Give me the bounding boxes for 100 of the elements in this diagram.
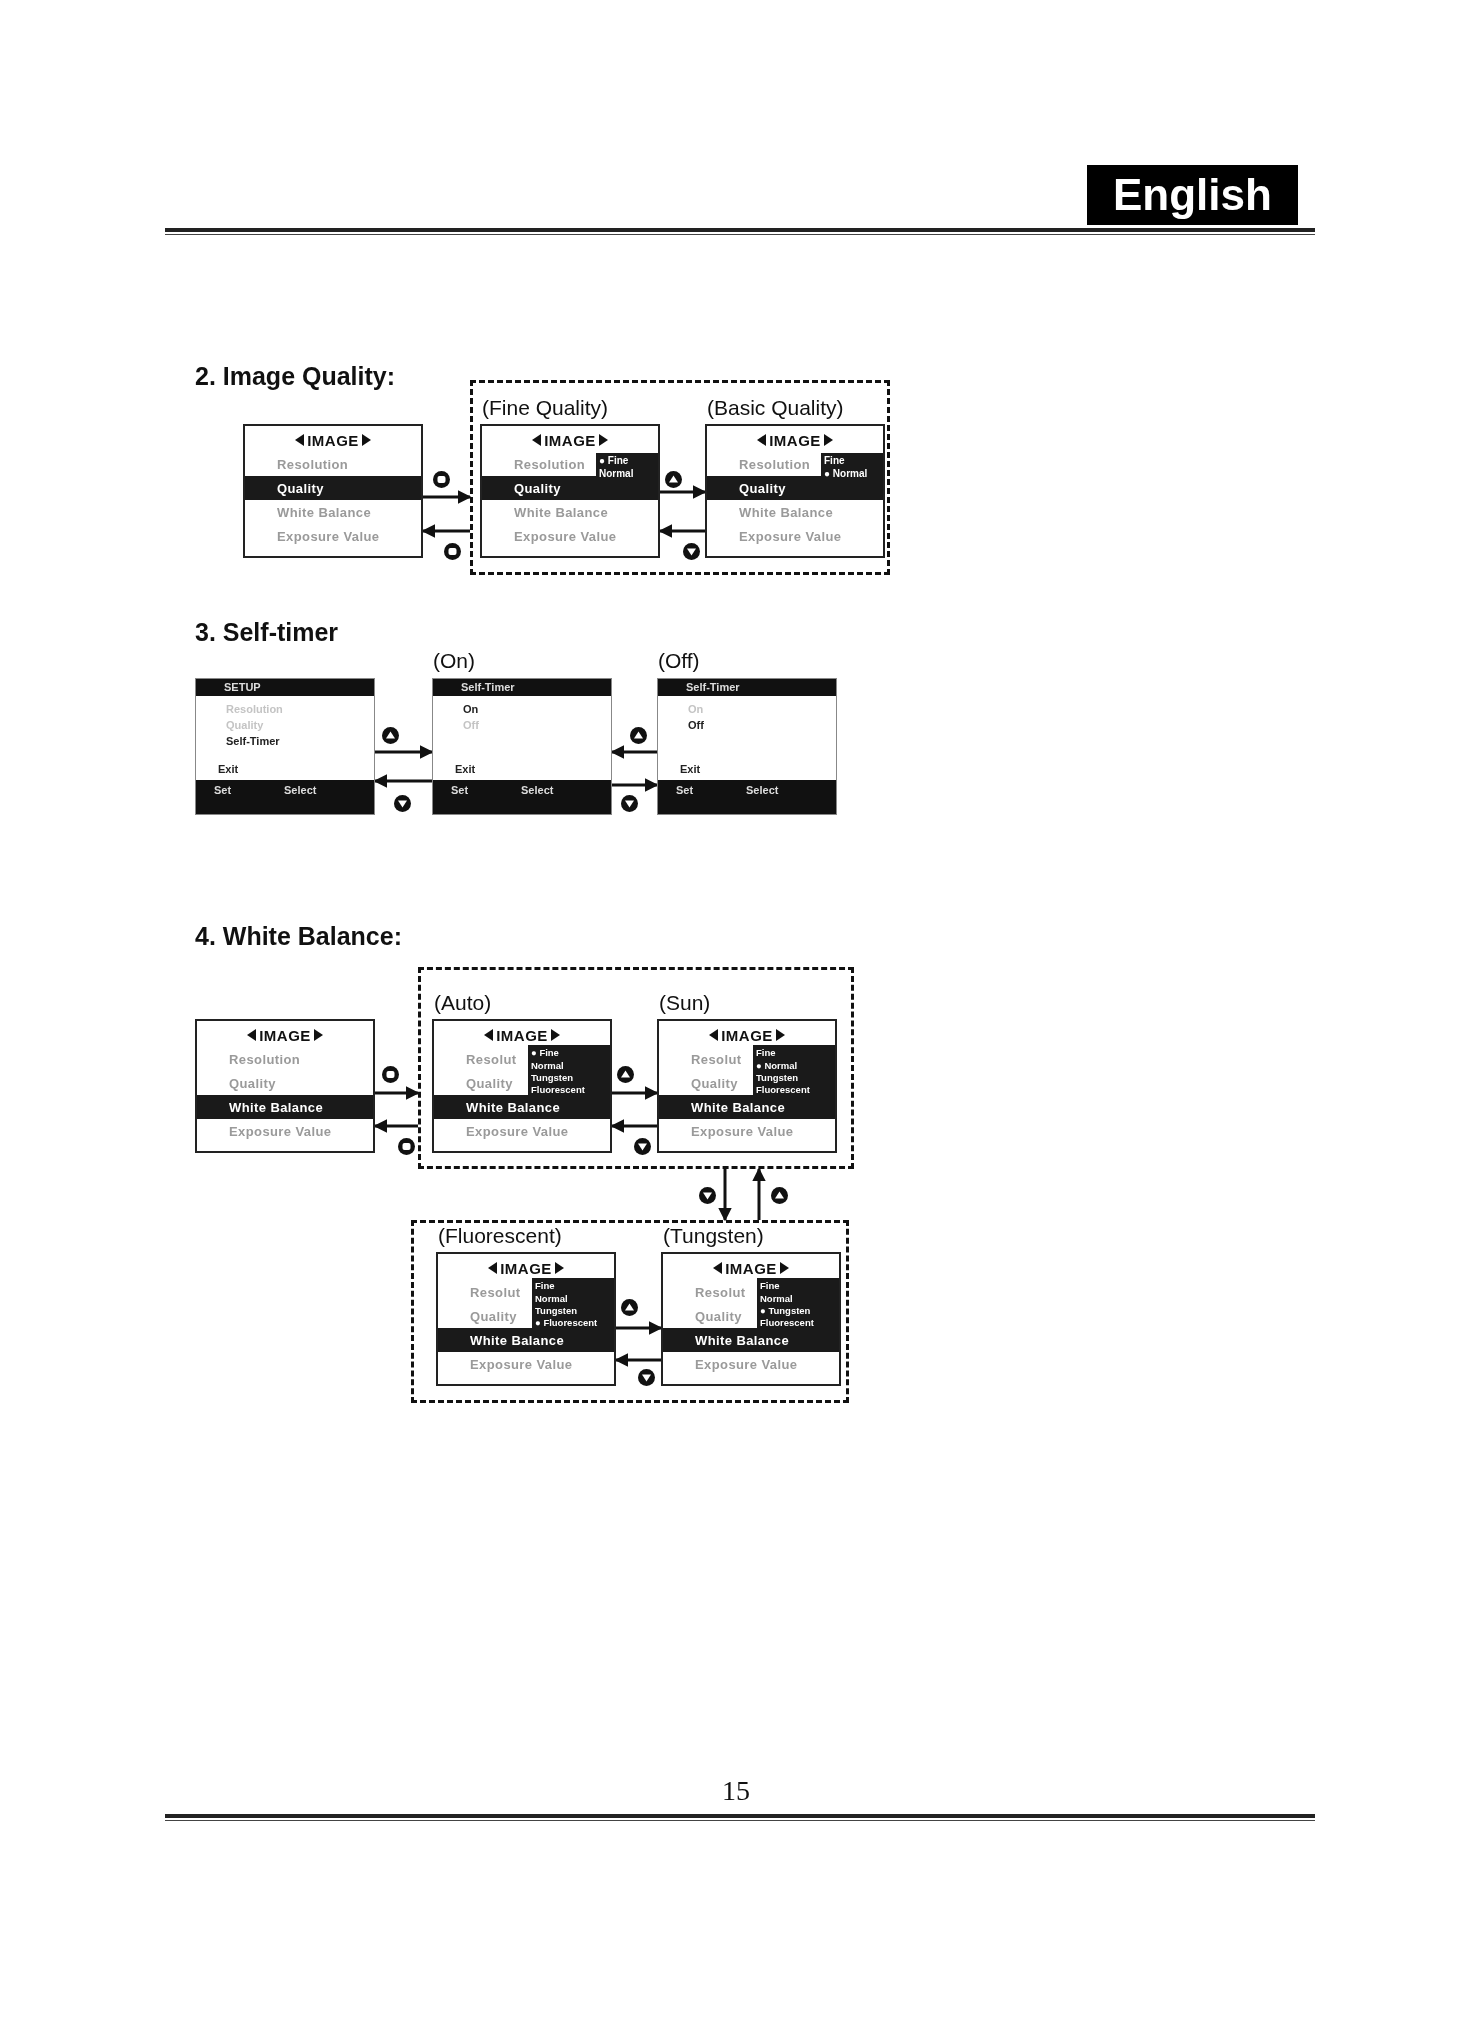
screen-caption: (Tungsten) [663,1224,764,1248]
menu-screen [243,424,423,558]
option-text: ● Fluorescent [535,1317,599,1330]
menu-title: IMAGE [544,431,596,449]
option-text: Fine [756,1047,777,1060]
section-heading: 4. White Balance: [195,922,402,951]
menu-item: Exit [680,763,701,775]
dashed-group-box [411,1220,849,1403]
menu-item: Resolution [514,456,586,472]
menu-item: Quality [695,1308,742,1324]
highlighted-menu-row: White Balance [663,1328,839,1352]
option-text: Normal [531,1059,565,1072]
menu-item: Resolution [277,456,349,472]
menu-item: Off [463,719,479,731]
option-text: Normal [760,1292,794,1305]
option-text: Fluorescent [531,1084,586,1097]
menu-item: Exposure Value [691,1123,794,1139]
option-text: Tungsten [756,1072,800,1085]
menu-item: White Balance [739,504,834,520]
menu-item: On [688,703,704,715]
menu-item: Exposure Value [514,528,617,544]
option-text: Tungsten [535,1305,579,1318]
highlighted-menu-row: Quality [707,476,883,500]
footer-text: Select [284,784,317,796]
option-text: ● Fine [599,454,630,467]
screen-caption: (Fluorescent) [438,1224,562,1248]
menu-item: Resolution [226,703,283,715]
option-text: Normal [535,1292,569,1305]
menu-item: Resolut [470,1284,521,1300]
highlighted-menu-row: White Balance [659,1095,835,1119]
menu-item: Exposure Value [470,1356,573,1372]
arrow [612,1086,659,1100]
option-text: Fluorescent [760,1317,815,1330]
menu-item: Self-Timer [226,735,280,747]
page-number: 15 [722,1775,750,1807]
language-tab: English [1087,165,1298,225]
menu-title: IMAGE [500,1259,552,1277]
menu-item: Quality [691,1075,738,1091]
arrow [752,1167,766,1220]
option-text: Tungsten [531,1072,575,1085]
menu-title: IMAGE [307,431,359,449]
option-text: Fine [535,1280,556,1293]
highlighted-menu-row: White Balance [197,1095,373,1119]
menu-item: Resolution [229,1051,301,1067]
footer-text: Set [451,784,469,796]
footer-text: Set [214,784,232,796]
screen-caption: (Off) [658,649,700,673]
menu-title: IMAGE [496,1026,548,1044]
arrow [375,1086,420,1100]
menu-title: IMAGE [769,431,821,449]
footer-text: Set [676,784,694,796]
highlighted-menu-row: Quality [245,476,421,500]
menu-item: Quality [466,1075,513,1091]
title-bar: Self-Timer [433,679,611,696]
menu-item: Exposure Value [466,1123,569,1139]
menu-item: Exposure Value [739,528,842,544]
screen-caption: (Basic Quality) [707,396,844,420]
menu-item: Exit [455,763,476,775]
menu-item: Resolut [695,1284,746,1300]
highlighted-menu-row: White Balance [434,1095,610,1119]
menu-title: IMAGE [725,1259,777,1277]
menu-item: Exposure Value [277,528,380,544]
menu-item: White Balance [277,504,372,520]
screen-caption: (Fine Quality) [482,396,609,420]
menu-screen [195,678,375,815]
menu-item: Resolut [691,1051,742,1067]
menu-item: Quality [229,1075,276,1091]
menu-item: Quality [470,1308,517,1324]
menu-item: Off [688,719,704,731]
option-text: ● Normal [756,1059,799,1072]
section-heading: 2. Image Quality: [195,362,396,391]
arrow [616,1321,663,1335]
arrow [423,490,472,504]
menu-item: Exit [218,763,239,775]
title-bar: SETUP [196,679,374,696]
menu-item: Exposure Value [229,1123,332,1139]
arrow [375,745,434,759]
footer-text: Select [521,784,554,796]
highlighted-menu-row: Quality [482,476,658,500]
menu-item: Exposure Value [695,1356,798,1372]
menu-screen [195,1019,375,1153]
option-text: ● Fine [531,1047,560,1060]
dashed-group-box [470,380,890,575]
menu-item: Resolut [466,1051,517,1067]
screen-caption: (Auto) [434,991,492,1015]
menu-item: Resolution [739,456,811,472]
section-heading: 3. Self-timer [195,618,339,647]
arrow [660,485,707,499]
menu-item: Quality [226,719,264,731]
arrow [373,774,432,788]
arrow [612,778,659,792]
screen-caption: (On) [433,649,475,673]
menu-item: On [463,703,479,715]
highlighted-menu-row: White Balance [438,1328,614,1352]
arrow [610,745,657,759]
option-text: Fluorescent [756,1084,811,1097]
option-text: Fine [824,454,846,467]
arrow [718,1169,732,1222]
option-text: ● Tungsten [760,1305,812,1318]
footer-text: Select [746,784,779,796]
